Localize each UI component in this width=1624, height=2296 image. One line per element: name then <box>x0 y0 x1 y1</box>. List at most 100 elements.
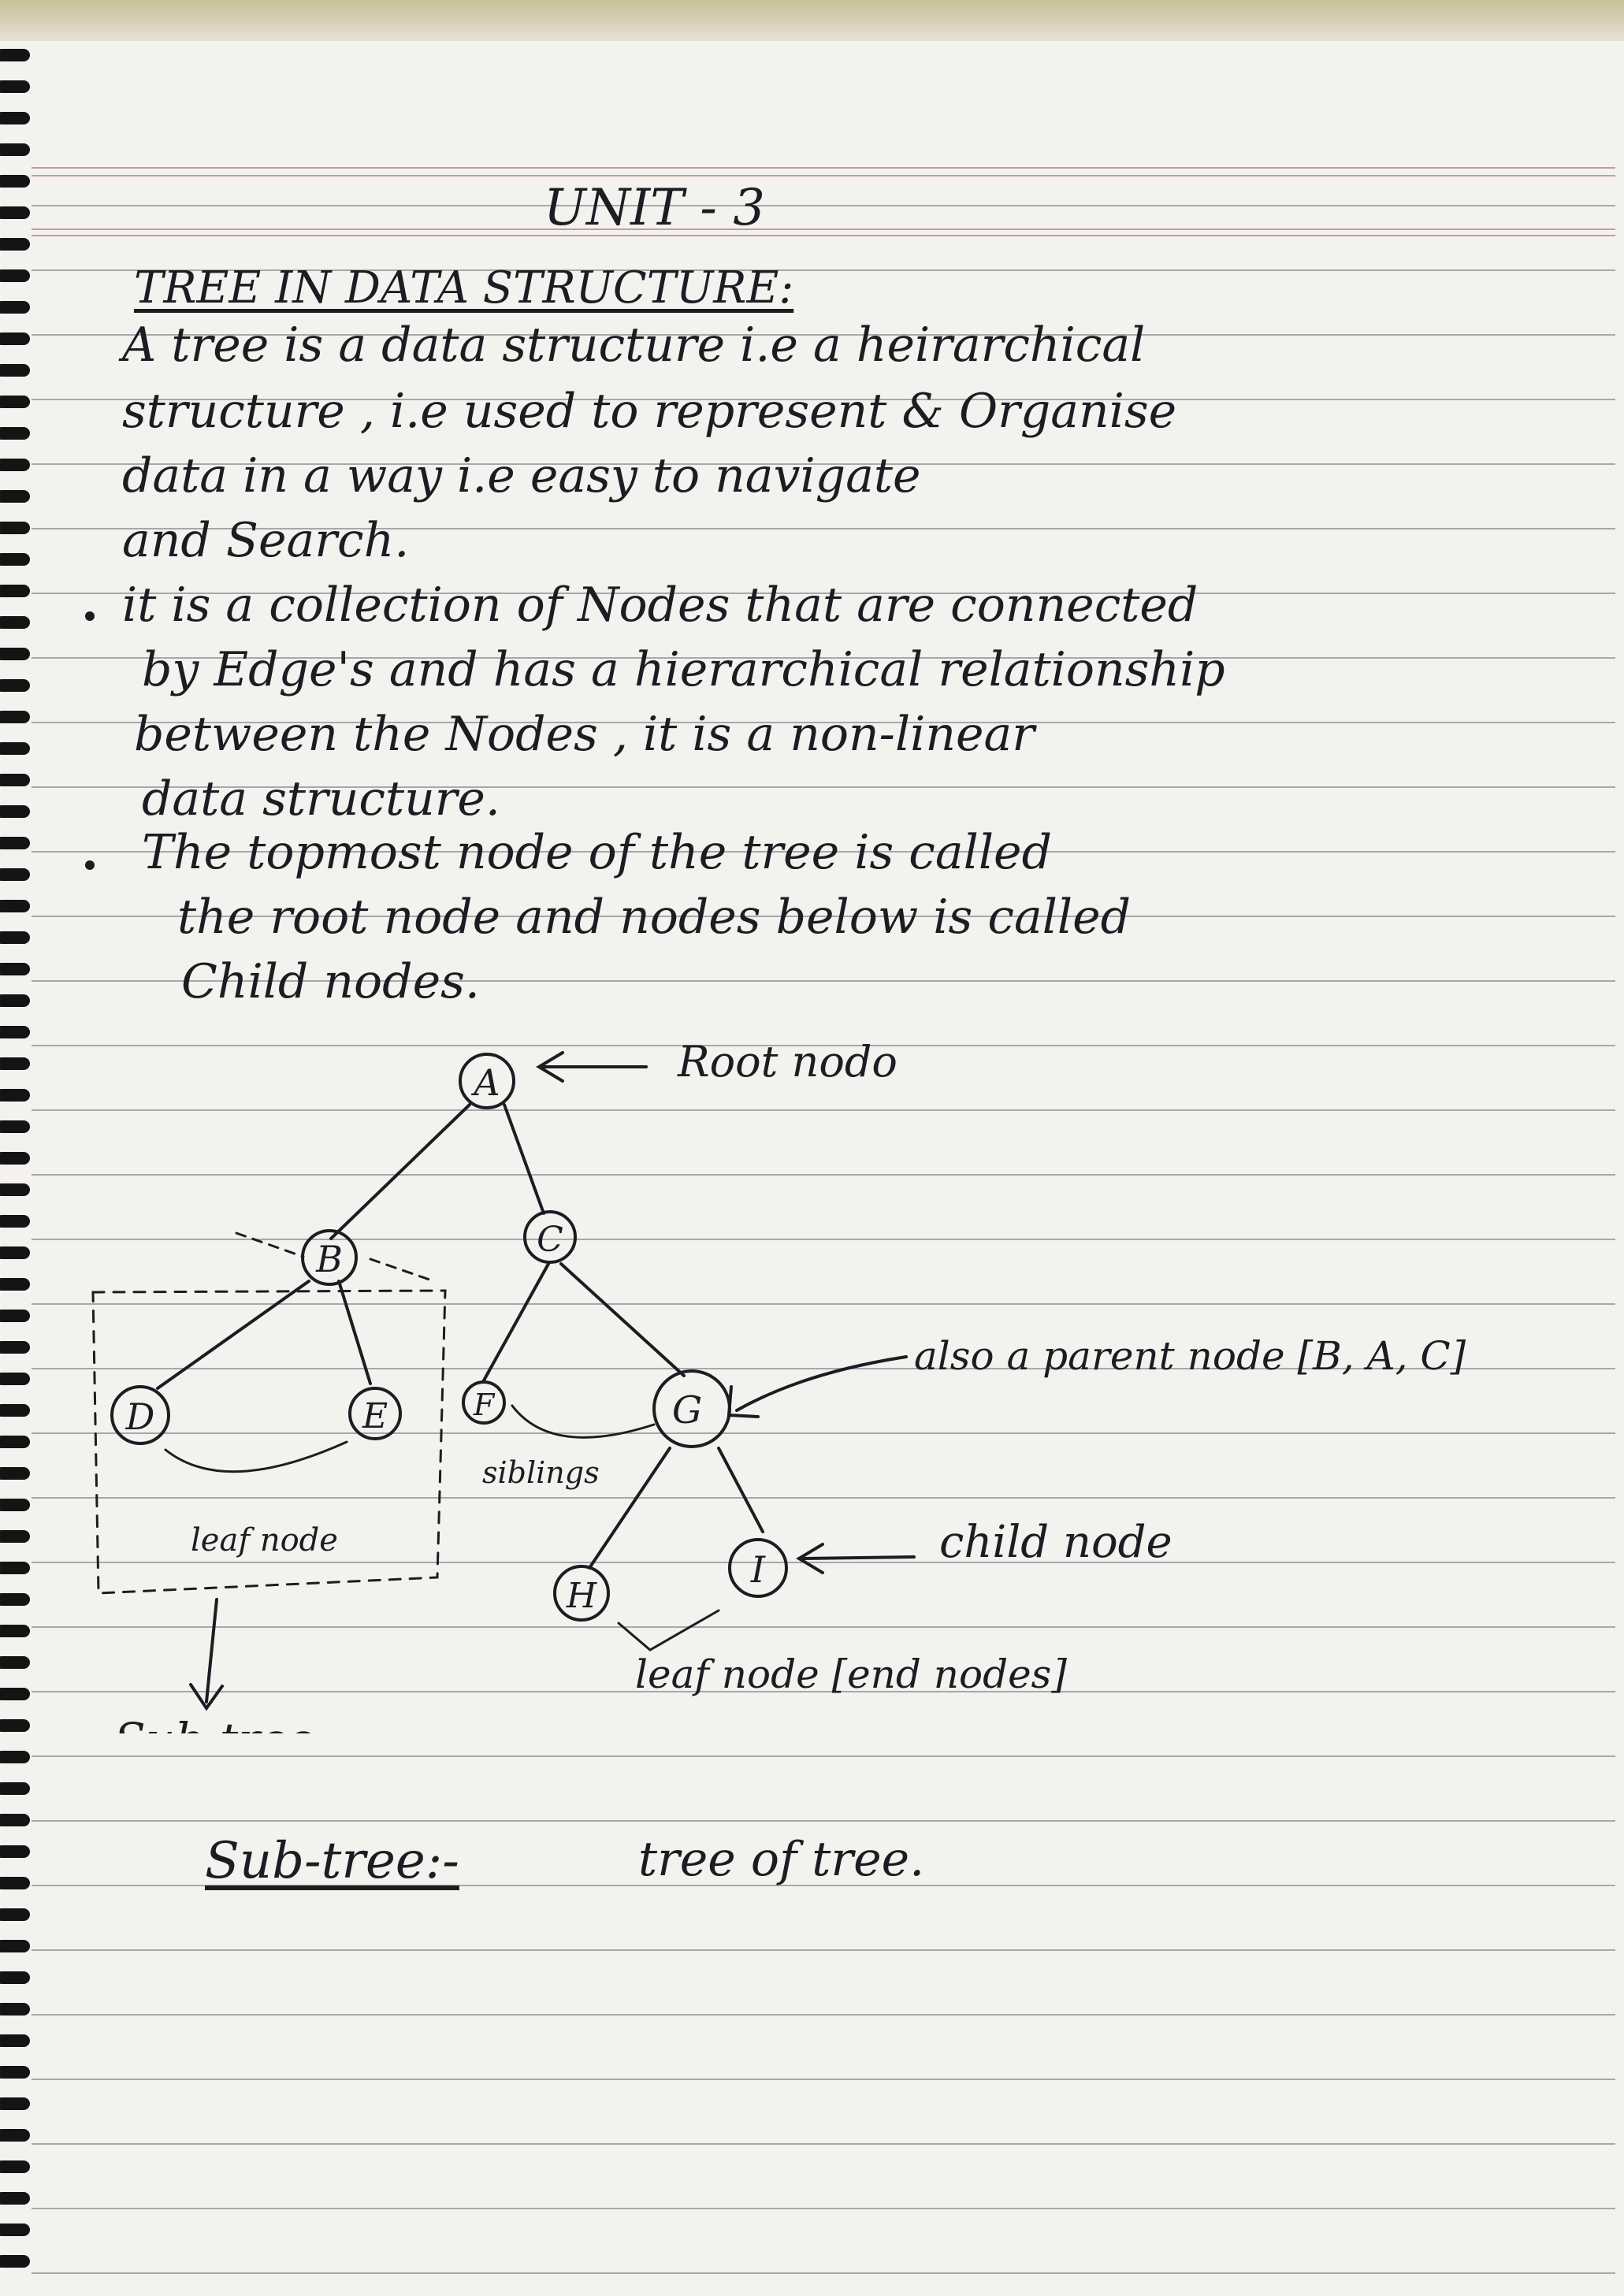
ruled-line <box>32 851 1615 853</box>
binding-ring <box>0 2255 30 2268</box>
binding-ring <box>0 1467 30 1480</box>
ruled-line <box>32 1949 1615 1951</box>
binding-ring <box>0 2192 30 2205</box>
node-label-d: D <box>125 1395 155 1438</box>
binding-ring <box>0 868 30 881</box>
binding-ring <box>0 1971 30 1984</box>
binding-ring <box>0 49 30 61</box>
header-rule <box>32 175 1615 176</box>
ruled-line <box>32 1368 1615 1369</box>
ruled-line <box>32 399 1615 400</box>
tree-node-c <box>523 1210 577 1264</box>
subtree-pointer-label: Sub-tree <box>114 1713 314 1733</box>
page-top-strip <box>0 0 1624 41</box>
edge-b-e <box>337 1280 372 1385</box>
binding-ring <box>0 459 30 471</box>
binding-ring <box>0 2003 30 2016</box>
node-label-h: H <box>566 1576 598 1616</box>
paragraph-1-line-3: data in a way i.e easy to navigate <box>122 448 921 503</box>
ruled-line <box>32 1109 1615 1111</box>
ruled-line <box>32 1626 1615 1628</box>
binding-ring <box>0 1183 30 1196</box>
subtree-arrow <box>205 1598 218 1703</box>
leaf-node-label: leaf node [end nodes] <box>635 1651 1067 1697</box>
ruled-line <box>32 1691 1615 1692</box>
ruled-line <box>32 1755 1615 1757</box>
binding-ring <box>0 1751 30 1763</box>
header-rule <box>32 235 1615 236</box>
ruled-line <box>32 980 1615 982</box>
subtree-dash-hint <box>369 1258 431 1281</box>
edge-g-h <box>588 1447 671 1570</box>
ruled-line <box>32 916 1615 917</box>
binding-ring <box>0 2097 30 2110</box>
binding-ring <box>0 711 30 723</box>
ruled-line <box>32 722 1615 723</box>
ruled-line <box>32 2014 1615 2016</box>
paragraph-2-line-2: by Edge's and has a hierarchical relatio… <box>142 642 1225 697</box>
ruled-line <box>32 1497 1615 1499</box>
binding-ring <box>0 1782 30 1795</box>
binding-ring <box>0 1814 30 1826</box>
siblings-label: siblings <box>482 1455 600 1490</box>
child-node-label: child node <box>939 1517 1172 1568</box>
paragraph-3-line-3: Child nodes. <box>181 954 480 1009</box>
paragraph-1-line-1: A tree is a data structure i.e a heirarc… <box>122 318 1146 373</box>
binding-ring <box>0 931 30 944</box>
binding-ring <box>0 1877 30 1889</box>
binding-ring <box>0 1656 30 1669</box>
binding-ring <box>0 1593 30 1606</box>
subtree-arrowhead <box>189 1683 224 1711</box>
tree-node-d <box>110 1385 170 1445</box>
binding-ring <box>0 1057 30 1070</box>
ruled-line <box>32 657 1615 659</box>
ruled-line <box>32 1562 1615 1563</box>
edge-b-d <box>156 1280 310 1390</box>
root-node-label: Root nodo <box>677 1037 897 1087</box>
paragraph-2-line-3: between the Nodes , it is a non-linear <box>134 707 1035 762</box>
binding-ring <box>0 238 30 251</box>
binding-ring <box>0 616 30 629</box>
tree-node-e <box>348 1387 402 1440</box>
binding-ring <box>0 2034 30 2047</box>
ruled-line <box>32 2079 1615 2080</box>
header-rule <box>32 228 1615 230</box>
child-arrowhead <box>796 1543 824 1574</box>
edge-a-c <box>503 1103 545 1215</box>
binding-ring <box>0 301 30 314</box>
binding-ring <box>0 585 30 597</box>
leaf-curve <box>164 1440 348 1473</box>
leaf-node-box-label: leaf node <box>191 1522 338 1559</box>
ruled-line <box>32 463 1615 465</box>
ruled-line <box>32 1432 1615 1434</box>
binding-ring <box>0 396 30 408</box>
binding-ring <box>0 679 30 692</box>
tree-node-f <box>462 1380 506 1425</box>
binding-ring <box>0 1908 30 1921</box>
tree-node-b <box>301 1229 358 1286</box>
binding-ring <box>0 2066 30 2079</box>
binding-ring <box>0 427 30 440</box>
binding-ring <box>0 2224 30 2236</box>
bullet-point <box>85 860 95 870</box>
binding-ring <box>0 742 30 755</box>
binding-ring <box>0 1310 30 1322</box>
binding-ring <box>0 774 30 786</box>
ruled-line <box>32 1045 1615 1046</box>
binding-ring <box>0 1940 30 1952</box>
binding-ring <box>0 112 30 124</box>
node-label-c: C <box>537 1220 563 1260</box>
binding-ring <box>0 1719 30 1732</box>
binding-ring <box>0 143 30 156</box>
binding-ring <box>0 364 30 377</box>
ruled-line <box>32 2208 1615 2209</box>
node-label-a: A <box>470 1061 500 1104</box>
root-arrowhead <box>536 1051 564 1083</box>
ruled-line <box>32 1239 1615 1240</box>
paragraph-1-line-4: and Search. <box>122 513 410 568</box>
binding-ring <box>0 1436 30 1448</box>
binding-ring <box>0 1120 30 1133</box>
subtree-definition: tree of tree. <box>638 1832 925 1887</box>
binding-ring <box>0 206 30 219</box>
